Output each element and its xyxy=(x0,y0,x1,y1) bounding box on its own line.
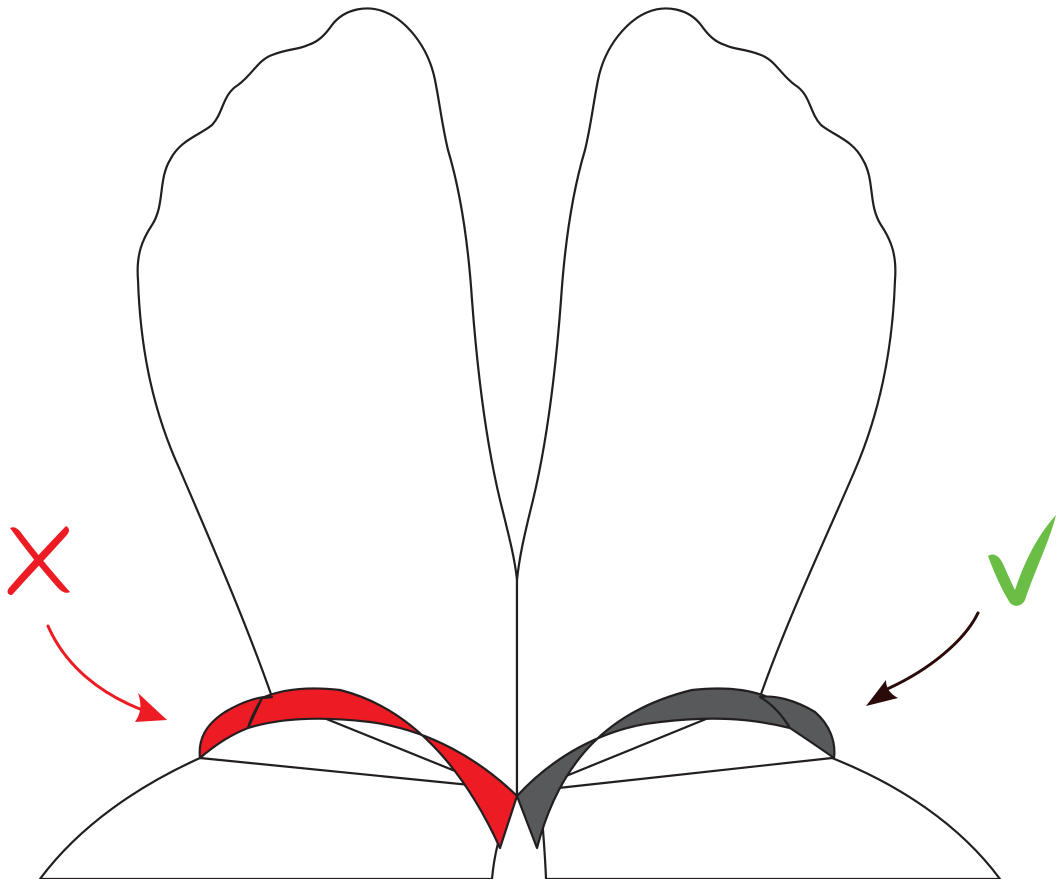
right-lower-leg xyxy=(540,758,1000,879)
right-arrowhead xyxy=(866,680,898,706)
wrong-curved-arrow xyxy=(48,626,167,722)
right-foot xyxy=(517,8,895,796)
check-mark xyxy=(988,515,1056,606)
wrong-arrow-shaft xyxy=(48,626,148,712)
left-foot xyxy=(138,8,517,796)
cross-icon xyxy=(8,526,70,595)
left-lower-leg xyxy=(40,758,520,879)
left-foot-group xyxy=(138,8,517,848)
right-foot-group xyxy=(517,8,895,848)
right-curved-arrow xyxy=(866,613,978,706)
right-arrow-shaft xyxy=(885,613,978,690)
check-icon xyxy=(988,515,1056,606)
right-edge-band xyxy=(760,697,834,758)
